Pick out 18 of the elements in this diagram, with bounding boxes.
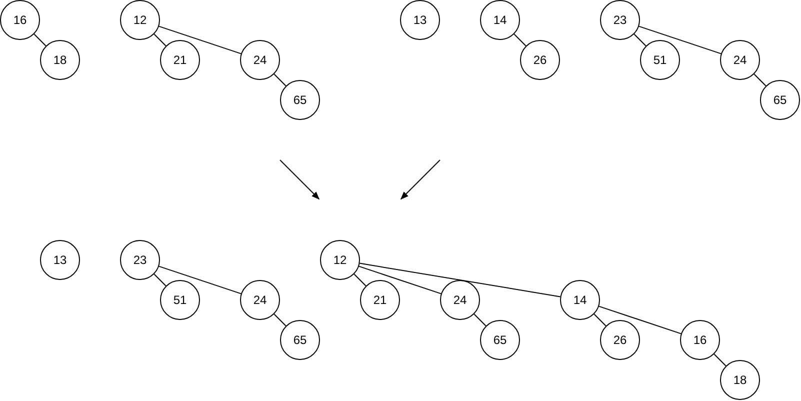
tree-edge	[514, 34, 526, 46]
tree-edge	[274, 74, 286, 86]
tree-edge	[598, 306, 682, 334]
tree-edge	[359, 262, 561, 298]
tree-edge	[634, 34, 646, 46]
tree-edge	[474, 314, 486, 326]
tree-edge	[154, 274, 166, 286]
tree-edge	[358, 266, 442, 294]
tree-edge	[638, 26, 722, 54]
tree-edge	[34, 34, 46, 46]
tree-edge	[154, 34, 166, 46]
tree-edge	[274, 314, 286, 326]
tree-edge	[158, 266, 242, 294]
tree-edge	[594, 314, 606, 326]
tree-edge	[754, 74, 766, 86]
tree-edge	[354, 274, 366, 286]
tree-edge	[714, 354, 726, 366]
tree-edge	[158, 26, 242, 54]
